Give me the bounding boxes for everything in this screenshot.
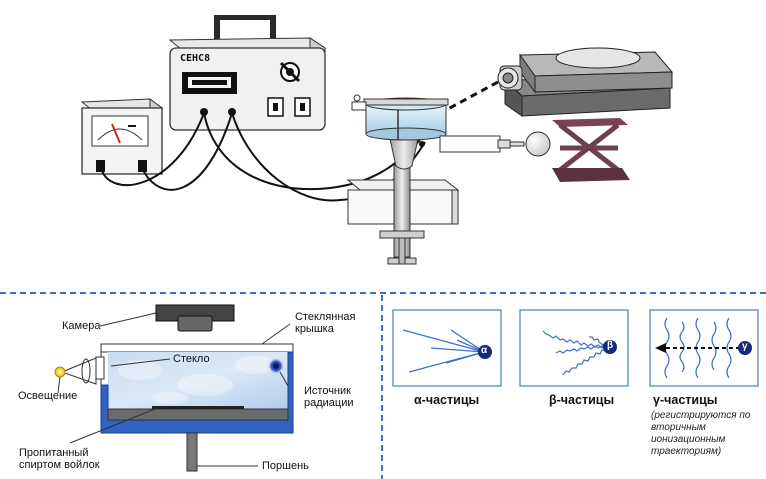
camera-lens [177, 315, 213, 332]
source-label-line-2: радиации [304, 397, 354, 409]
glass-label: Стекло [173, 353, 210, 365]
side-window [95, 356, 105, 380]
beta-symbol: β [607, 340, 614, 351]
gamma-title: γ-частицы [653, 393, 718, 407]
voltmeter [80, 98, 164, 175]
lamp-icon [54, 366, 66, 378]
power-supply [168, 15, 327, 131]
camera-on-lift [445, 47, 674, 182]
leader-lines [57, 312, 291, 467]
chamber-illustration [351, 94, 551, 170]
lighting-label: Освещение [18, 390, 78, 402]
felt-label: Пропитанный спиртом войлок [19, 447, 100, 471]
felt-label-line-1: Пропитанный [19, 447, 89, 459]
gamma-note-line-4: траекториям) [651, 446, 722, 457]
gamma-symbol: γ [742, 341, 748, 352]
lid-label-line-2: крышка [295, 323, 334, 335]
chamber-volume [108, 352, 288, 409]
gamma-note: (регистрируются по вторичным ионизационн… [651, 410, 766, 458]
beta-dot [603, 340, 617, 354]
beta-title: β-частицы [549, 393, 615, 407]
felt-pad [107, 408, 289, 421]
device-name-label: СЕНС8 [180, 53, 211, 64]
felt-label-line-2: спиртом войлок [19, 459, 100, 471]
glass-lid [100, 343, 294, 353]
source-label-line-1: Источник [304, 385, 351, 397]
source-label: Источник радиации [304, 385, 354, 409]
alpha-dot [478, 345, 492, 359]
apparatus-illustration [80, 15, 674, 265]
alpha-title: α-частицы [414, 393, 480, 407]
chamber-schematic [54, 304, 294, 472]
camera-label: Камера [62, 320, 101, 332]
support-stand [346, 164, 460, 265]
light-cone [60, 357, 97, 385]
lid-label-line-1: Стеклянная [295, 311, 356, 323]
piston [186, 432, 198, 472]
lid-label: Стеклянная крышка [295, 311, 356, 335]
alpha-symbol: α [481, 345, 488, 356]
piston-label: Поршень [262, 460, 309, 472]
alcohol-bath [100, 351, 294, 434]
gamma-dot [738, 341, 752, 355]
gamma-note-line-3: ионизационным [651, 434, 726, 445]
track-panels [392, 309, 759, 387]
gamma-note-line-2: вторичным [651, 422, 706, 433]
gamma-note-line-1: (регистрируются по [651, 410, 751, 421]
